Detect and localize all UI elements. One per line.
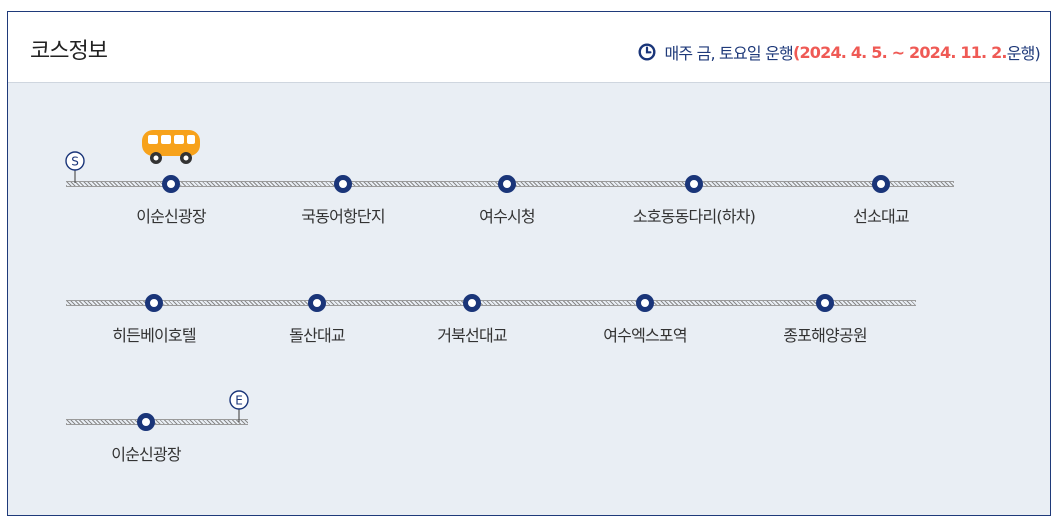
route-stop [137,413,155,431]
route-stop [145,294,163,312]
route-stop [334,175,352,193]
route-stop [498,175,516,193]
panel-header: 코스정보 매주 금, 토요일 운행 ( 2024. 4. 5. ~ 2024. … [8,12,1050,83]
schedule-info: 매주 금, 토요일 운행 ( 2024. 4. 5. ~ 2024. 11. 2… [638,40,1041,64]
end-marker-label: E [235,394,243,408]
start-marker-icon: S [65,151,85,183]
stop-label: 선소대교 [853,207,909,226]
stop-label: 이순신광장 [136,207,206,226]
bus-icon [142,130,200,164]
stop-label: 여수시청 [479,207,535,226]
start-marker-label: S [71,155,79,169]
course-info-panel: 코스정보 매주 금, 토요일 운행 ( 2024. 4. 5. ~ 2024. … [7,11,1051,516]
route-stop [463,294,481,312]
stop-label: 국동어항단지 [301,207,385,226]
stop-label: 종포해양공원 [783,326,867,345]
page-title: 코스정보 [30,39,108,64]
stop-label: 히든베이호텔 [112,326,196,345]
stop-label: 소호동동다리(하차) [632,207,756,226]
route-track-row-3 [66,419,248,425]
schedule-tail: 운행) [1006,44,1041,63]
stop-label: 이순신광장 [111,445,181,464]
schedule-text: 매주 금, 토요일 운행 [664,44,793,63]
route-stop [162,175,180,193]
schedule-dates: 2024. 4. 5. ~ 2024. 11. 2. [799,42,1007,62]
schedule-open-paren: ( [792,42,800,62]
route-stop [685,175,703,193]
clock-icon [638,43,656,61]
route-stop [308,294,326,312]
route-track-row-2 [66,300,916,306]
stop-label: 여수엑스포역 [603,326,687,345]
route-stop [816,294,834,312]
route-stop [872,175,890,193]
route-stop [636,294,654,312]
end-marker-icon: E [229,390,249,422]
stop-label: 거북선대교 [437,326,507,345]
stop-label: 돌산대교 [289,326,345,345]
route-map: S 이순신광장 국동어항단지 여수시청 소호동동다리(하차) 선소대교 히든베이… [8,83,1050,515]
